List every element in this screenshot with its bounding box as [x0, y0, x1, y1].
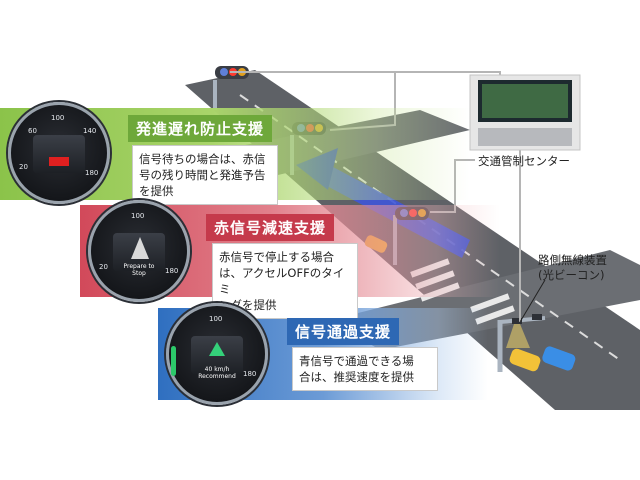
gauge-caption: Stop: [132, 270, 146, 277]
panel-title-red-decel: 赤信号減速支援: [206, 214, 335, 241]
desc-line: 赤信号で停止する場合: [219, 250, 334, 264]
red-indicator: [49, 157, 69, 166]
gauge-num: 180: [85, 169, 99, 177]
beacon-pole: [497, 314, 546, 372]
panel-desc-start-delay: 信号待ちの場合は、赤信 号の残り時間と発進予告 を提供: [132, 145, 278, 205]
speedometer-gauge-2: Prepare to Stop 20 100 180: [88, 200, 190, 302]
stop-road-icon: [131, 237, 149, 259]
gauge-num: 100: [131, 212, 145, 220]
desc-line: 青信号で通過できる場: [299, 354, 414, 368]
speedometer-gauge-3: 40 km/h Recommend 100 180: [166, 303, 268, 405]
desc-line: は、アクセルOFFのタイミ: [219, 266, 345, 296]
gauge-num: 100: [209, 315, 223, 323]
green-arc: [171, 346, 176, 376]
gauge-caption: Recommend: [198, 373, 236, 380]
car-yellow-lower: [509, 348, 541, 372]
gauge-display-1: [33, 135, 85, 173]
panel-desc-pass: 青信号で通過できる場 合は、推奨速度を提供: [292, 347, 438, 391]
desc-line: 合は、推奨速度を提供: [299, 370, 414, 384]
gauge-caption: Prepare to: [123, 263, 155, 270]
gauge-num: 60: [28, 127, 37, 135]
desc-line: 信号待ちの場合は、赤信: [139, 152, 266, 166]
beacon-leader-line: [519, 279, 546, 323]
desc-line: 号の残り時間と発進予告: [139, 168, 266, 182]
go-arrow-icon: [209, 342, 225, 356]
gauge-num: 180: [165, 267, 179, 275]
gauge-num: 100: [51, 114, 65, 122]
panel-title-start-delay: 発進遅れ防止支援: [128, 115, 273, 142]
car-blue: [542, 346, 576, 371]
gauge-num: 180: [243, 370, 257, 378]
gauge-num: 140: [83, 127, 97, 135]
control-center-building: [469, 74, 581, 151]
desc-line: を提供: [139, 184, 174, 198]
beacon-label-2: (光ビーコン): [538, 268, 605, 282]
speedometer-gauge-1: 20 60 100 140 180: [8, 102, 110, 204]
beacon-label-1: 路側無線装置: [538, 253, 607, 267]
control-center-label: 交通管制センター: [478, 154, 570, 168]
gauge-caption: 40 km/h: [204, 366, 230, 373]
panel-title-pass: 信号通過支援: [287, 318, 400, 345]
gauge-num: 20: [99, 263, 108, 271]
gauge-num: 20: [19, 163, 28, 171]
